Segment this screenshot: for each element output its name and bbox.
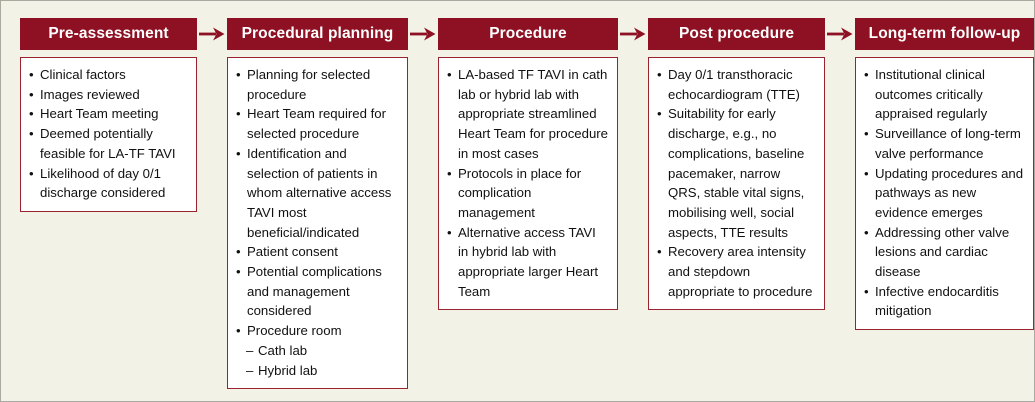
stage-column-procedure: ProcedureLA-based TF TAVI in cath lab or… [438,18,618,311]
list-item: Deemed potentially feasible for LA-TF TA… [28,124,188,163]
stage-header-long-term-follow-up: Long-term follow-up [855,18,1034,50]
stage-body-procedural-planning: Planning for selected procedureHeart Tea… [227,57,408,390]
bullet-list-post-procedure: Day 0/1 transthoracic echocardiogram (TT… [656,65,816,301]
stage-header-post-procedure: Post procedure [648,18,825,50]
list-item: Heart Team meeting [28,104,188,124]
list-item: Patient consent [235,242,399,262]
process-flow-row: Pre-assessmentClinical factorsImages rev… [20,18,1034,390]
sub-list-item: Hybrid lab [235,361,399,381]
list-item: Updating procedures and pathways as new … [863,164,1025,223]
stage-body-long-term-follow-up: Institutional clinical outcomes critical… [855,57,1034,331]
list-item: Potential complications and management c… [235,262,399,321]
stage-column-procedural-planning: Procedural planningPlanning for selected… [227,18,408,390]
bullet-list-pre-assessment: Clinical factorsImages reviewedHeart Tea… [28,65,188,203]
stage-header-procedure: Procedure [438,18,618,50]
list-item: Procedure room [235,321,399,341]
stage-column-long-term-follow-up: Long-term follow-upInstitutional clinica… [855,18,1034,331]
stage-body-pre-assessment: Clinical factorsImages reviewedHeart Tea… [20,57,197,212]
right-arrow-icon [618,18,648,50]
list-item: Institutional clinical outcomes critical… [863,65,1025,124]
stage-body-procedure: LA-based TF TAVI in cath lab or hybrid l… [438,57,618,311]
list-item: Infective endocarditis mitigation [863,282,1025,321]
list-item: Clinical factors [28,65,188,85]
right-arrow-icon [408,18,438,50]
list-item: Planning for selected procedure [235,65,399,104]
list-item: Recovery area intensity and stepdown app… [656,242,816,301]
list-item: LA-based TF TAVI in cath lab or hybrid l… [446,65,609,164]
list-item: Suitability for early discharge, e.g., n… [656,104,816,242]
list-item: Alternative access TAVI in hybrid lab wi… [446,223,609,302]
list-item: Surveillance of long-term valve performa… [863,124,1025,163]
bullet-list-long-term-follow-up: Institutional clinical outcomes critical… [863,65,1025,321]
list-item: Likelihood of day 0/1 discharge consider… [28,164,188,203]
list-item: Images reviewed [28,85,188,105]
list-item: Protocols in place for complication mana… [446,164,609,223]
list-item: Identification and selection of patients… [235,144,399,243]
stage-column-post-procedure: Post procedureDay 0/1 transthoracic echo… [648,18,825,311]
list-item: Addressing other valve lesions and cardi… [863,223,1025,282]
right-arrow-icon [197,18,227,50]
right-arrow-icon [825,18,855,50]
stage-column-pre-assessment: Pre-assessmentClinical factorsImages rev… [20,18,197,212]
sub-list-item: Cath lab [235,341,399,361]
list-item: Heart Team required for selected procedu… [235,104,399,143]
bullet-list-procedural-planning: Planning for selected procedureHeart Tea… [235,65,399,380]
stage-header-pre-assessment: Pre-assessment [20,18,197,50]
list-item: Day 0/1 transthoracic echocardiogram (TT… [656,65,816,104]
stage-body-post-procedure: Day 0/1 transthoracic echocardiogram (TT… [648,57,825,311]
stage-header-procedural-planning: Procedural planning [227,18,408,50]
bullet-list-procedure: LA-based TF TAVI in cath lab or hybrid l… [446,65,609,301]
